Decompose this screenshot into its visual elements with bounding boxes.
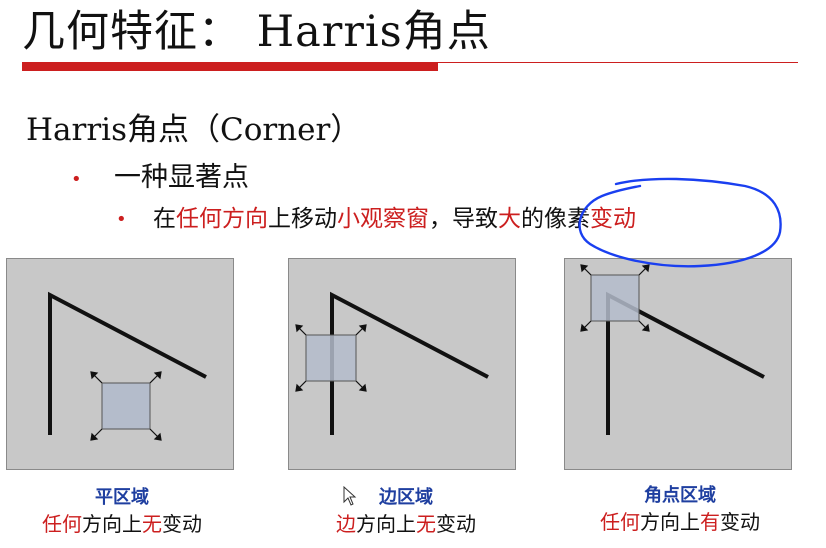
caption-title: 平区域 bbox=[95, 487, 149, 508]
caption-title: 边区域 bbox=[379, 487, 433, 508]
mouse-pointer-icon bbox=[343, 486, 357, 506]
text-run: ，导致 bbox=[429, 206, 498, 232]
bullet-text-level2: 在任何方向上移动小观察窗，导致大的像素变动 bbox=[153, 203, 636, 235]
bullet-dot-icon: • bbox=[71, 169, 82, 190]
move-arrows-icon bbox=[580, 264, 650, 332]
caption-edge-region: 边区域 边方向上无变动 bbox=[286, 486, 526, 538]
title-underline-thin bbox=[438, 62, 798, 63]
move-arrows-icon bbox=[295, 324, 367, 392]
section-heading: Harris角点（Corner） bbox=[26, 112, 362, 148]
flat-region-diagram bbox=[48, 291, 207, 441]
text-run: 方向上 bbox=[640, 510, 700, 534]
caption-flat-region: 平区域 任何方向上无变动 bbox=[2, 486, 242, 538]
text-run: 方向上 bbox=[356, 512, 416, 536]
text-run: 上移动 bbox=[268, 206, 337, 232]
text-run-emphasis: 无 bbox=[142, 512, 162, 536]
text-run-emphasis: 边 bbox=[336, 512, 356, 536]
observation-window bbox=[101, 382, 151, 430]
caption-corner-region: 角点区域 任何方向上有变动 bbox=[560, 484, 800, 536]
text-run-emphasis: 任何 bbox=[42, 512, 82, 536]
corner-region-diagram bbox=[580, 264, 765, 435]
observation-window bbox=[590, 274, 640, 322]
move-arrows-icon bbox=[90, 371, 162, 441]
caption-subtitle: 边方向上无变动 bbox=[286, 510, 526, 538]
text-run: 变动 bbox=[436, 512, 476, 536]
text-run-emphasis: 小观察窗 bbox=[337, 206, 429, 232]
caption-subtitle: 任何方向上有变动 bbox=[560, 508, 800, 536]
caption-subtitle: 任何方向上无变动 bbox=[2, 510, 242, 538]
text-run-emphasis: 任何方向 bbox=[176, 206, 268, 232]
text-run-emphasis: 无 bbox=[416, 512, 436, 536]
text-run-emphasis: 任何 bbox=[600, 510, 640, 534]
corner-region-illustration bbox=[564, 258, 792, 470]
edge-region-illustration bbox=[288, 258, 516, 470]
bullet-dot-icon: • bbox=[116, 209, 127, 230]
text-run-emphasis: 变动 bbox=[590, 206, 636, 232]
text-run: 方向上 bbox=[82, 512, 142, 536]
observation-window bbox=[305, 334, 357, 382]
slide-title: 几何特征： Harris角点 bbox=[22, 7, 491, 57]
text-run: 变动 bbox=[720, 510, 760, 534]
bullet-text-level1: 一种显著点 bbox=[114, 162, 249, 193]
edge-region-diagram bbox=[295, 291, 489, 435]
text-run-emphasis: 有 bbox=[700, 510, 720, 534]
shape-edge-line bbox=[330, 291, 489, 435]
title-underline-bar bbox=[22, 62, 438, 71]
text-run: 在 bbox=[153, 206, 176, 232]
text-run: 的像素 bbox=[521, 206, 590, 232]
text-run-emphasis: 大 bbox=[498, 206, 521, 232]
caption-title: 角点区域 bbox=[644, 485, 716, 506]
text-run: 变动 bbox=[162, 512, 202, 536]
flat-region-illustration bbox=[6, 258, 234, 470]
shape-edge-line bbox=[48, 291, 207, 435]
